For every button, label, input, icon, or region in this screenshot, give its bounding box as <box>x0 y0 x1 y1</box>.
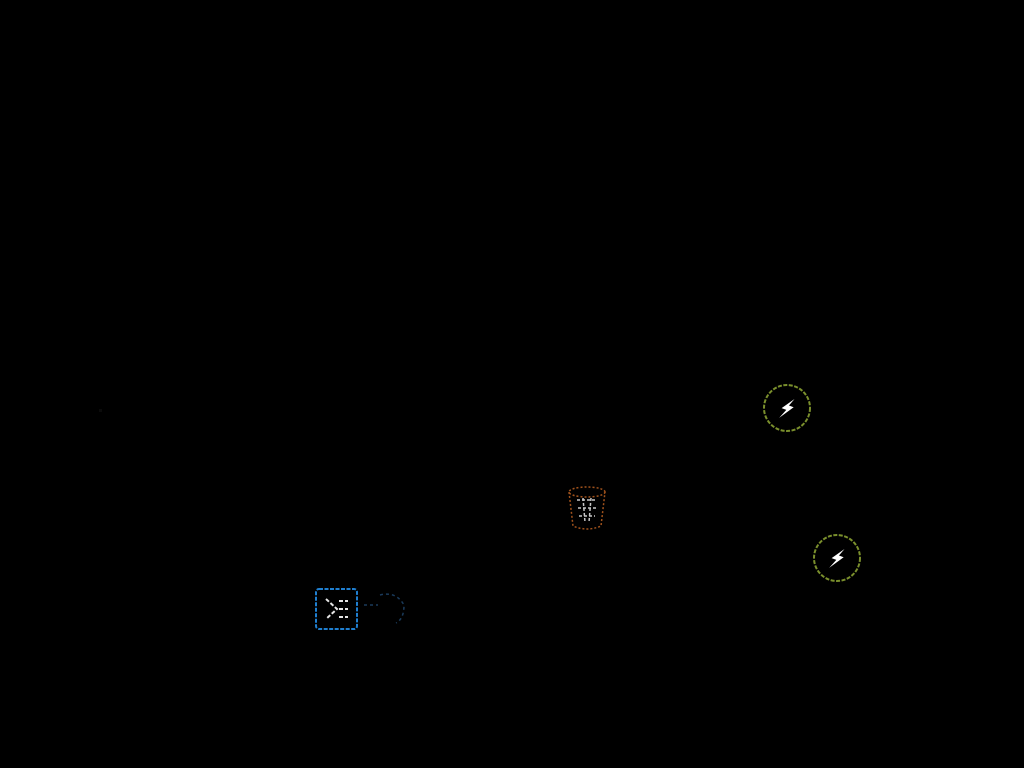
lightning-node-2[interactable] <box>812 533 862 583</box>
lightning-bolt-icon <box>813 534 861 582</box>
faint-node <box>360 585 410 627</box>
partial-shape-icon <box>364 593 405 624</box>
lambda-node[interactable] <box>314 587 359 631</box>
lightning-node-1[interactable] <box>762 383 812 433</box>
lightning-bolt-icon <box>763 384 811 432</box>
lambda-function-icon <box>315 588 358 630</box>
storage-bucket-icon <box>568 486 606 530</box>
canvas-speck <box>99 409 102 412</box>
bucket-node[interactable] <box>563 482 611 532</box>
